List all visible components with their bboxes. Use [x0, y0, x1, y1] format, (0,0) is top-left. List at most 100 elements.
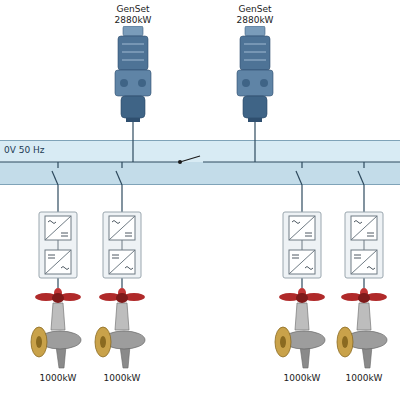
converter-diagonal — [109, 250, 135, 274]
thruster-unit: 1000kW — [273, 288, 331, 384]
dc-symbol — [48, 255, 55, 258]
breaker-symbol — [296, 171, 302, 185]
nozzle-hub — [100, 336, 106, 348]
engine-detail — [260, 79, 268, 87]
strut — [295, 303, 309, 330]
breaker-symbol — [116, 171, 122, 185]
nozzle-hub — [36, 336, 42, 348]
dc-link — [122, 240, 123, 250]
engine-detail — [120, 79, 128, 87]
busbar-band — [0, 140, 400, 185]
nozzle-propeller — [31, 327, 47, 357]
converter-diagonal — [289, 250, 315, 274]
thruster-unit: 1000kW — [93, 288, 151, 384]
nozzle-propeller — [337, 327, 353, 357]
feed-wire — [301, 162, 302, 168]
busbar-upper — [0, 140, 400, 162]
engine-detail — [244, 44, 266, 45]
converter-diagonal — [109, 216, 135, 240]
power-label: 1000kW — [93, 373, 151, 384]
power-label: 1000kW — [273, 373, 331, 384]
genset-unit: GenSet 2880kW — [100, 4, 166, 122]
ac-symbol — [367, 267, 375, 270]
inverter-symbol — [109, 250, 135, 274]
frequency-converter — [283, 212, 321, 278]
dc-symbol — [367, 233, 374, 236]
engine-crankcase — [115, 70, 151, 96]
feed-wire — [57, 162, 58, 168]
main-busbar: 0V 50 Hz — [0, 140, 400, 185]
frequency-converter — [345, 212, 383, 278]
engine-detail — [122, 52, 144, 53]
genset-label: GenSet 2880kW — [233, 4, 277, 26]
genset-illustration — [110, 26, 156, 122]
busbar-edge — [0, 184, 400, 185]
engine-detail — [122, 44, 144, 45]
rectifier-symbol — [289, 216, 315, 240]
alternator — [243, 96, 267, 118]
frequency-converter — [39, 212, 77, 278]
propeller-hub — [116, 293, 128, 303]
nozzle-hub — [280, 336, 286, 348]
thruster-illustration — [29, 288, 87, 372]
ac-symbol — [48, 221, 56, 224]
thruster-illustration — [93, 288, 151, 372]
power-label: 1000kW — [29, 373, 87, 384]
propeller-hub — [52, 293, 64, 303]
engine-cap — [245, 26, 265, 36]
bus-tie-switch — [180, 156, 200, 162]
frequency-converter — [103, 212, 141, 278]
converter-cabinet — [283, 212, 321, 278]
converter-diagonal — [351, 250, 377, 274]
thruster-illustration — [273, 288, 331, 372]
ac-symbol — [125, 267, 133, 270]
feed-wire — [132, 140, 133, 162]
converter-cabinet — [39, 212, 77, 278]
strut — [115, 303, 129, 330]
dc-link — [58, 240, 59, 250]
power-cable — [132, 122, 133, 140]
genset-illustration — [232, 26, 278, 122]
nozzle-propeller — [95, 327, 111, 357]
dc-symbol — [125, 233, 132, 236]
feed-wire — [121, 162, 122, 168]
rectifier-symbol — [351, 216, 377, 240]
engine-foot — [126, 118, 140, 122]
ac-symbol — [112, 221, 120, 224]
converter-diagonal — [351, 216, 377, 240]
ac-symbol — [61, 267, 69, 270]
power-cable — [254, 122, 255, 140]
inverter-symbol — [289, 250, 315, 274]
engine-crankcase — [237, 70, 273, 96]
converter-cabinet — [345, 212, 383, 278]
feed-wire — [363, 162, 364, 168]
dc-symbol — [292, 255, 299, 258]
converter-diagonal — [45, 250, 71, 274]
alternator — [121, 96, 145, 118]
converter-cabinet — [103, 212, 141, 278]
thruster-unit: 1000kW — [335, 288, 393, 384]
breaker-symbol — [52, 171, 58, 185]
converter-diagonal — [289, 216, 315, 240]
dc-symbol — [354, 255, 361, 258]
engine-block — [118, 36, 148, 70]
engine-detail — [244, 52, 266, 53]
propeller-hub — [296, 293, 308, 303]
dc-link — [364, 240, 365, 250]
nozzle-hub — [342, 336, 348, 348]
propeller-hub — [358, 293, 370, 303]
rectifier-symbol — [45, 216, 71, 240]
dc-link — [302, 240, 303, 250]
voltage-label: 0V 50 Hz — [4, 145, 45, 156]
dc-symbol — [61, 233, 68, 236]
engine-block — [240, 36, 270, 70]
bus-line — [0, 161, 180, 162]
dc-symbol — [112, 255, 119, 258]
engine-detail — [242, 79, 250, 87]
feed-wire — [254, 140, 255, 162]
genset-label: GenSet 2880kW — [111, 4, 155, 26]
breaker-symbol — [358, 171, 364, 185]
inverter-symbol — [45, 250, 71, 274]
power-label: 1000kW — [335, 373, 393, 384]
